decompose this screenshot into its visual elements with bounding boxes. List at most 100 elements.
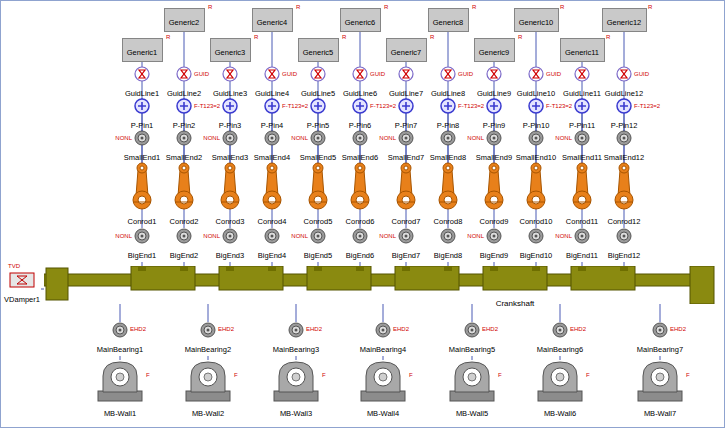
- bearing-outer: [529, 229, 543, 243]
- small-end-bearing-icon: [616, 130, 632, 146]
- big-end-bearing: BigEnd8: [433, 228, 464, 262]
- bearing-center: [581, 235, 584, 238]
- bearing-center: [493, 235, 496, 238]
- joint-ring: [353, 67, 367, 81]
- pin-plus: [314, 102, 322, 110]
- property-tag: GUID: [546, 71, 561, 78]
- component-name: Conrod1: [128, 217, 157, 226]
- small-end-bearing-icon: [440, 130, 456, 146]
- joint-symbol: [533, 70, 539, 78]
- connector-line: [582, 62, 583, 66]
- wall-bore: [287, 368, 305, 386]
- piston-pin-icon: [574, 98, 590, 114]
- connector-line: [660, 304, 661, 322]
- component-name: GuidLine7: [389, 89, 423, 98]
- component-name: BigEnd12: [608, 251, 641, 260]
- component-name: GuidLine6: [343, 89, 377, 98]
- component-name: P-Pin5: [307, 121, 330, 130]
- rod-big-eye: [485, 191, 503, 209]
- generic-block: Generic3: [210, 38, 251, 62]
- bearing-center: [271, 235, 274, 238]
- component-name: Generic11: [565, 48, 599, 57]
- component-name: P-Pin6: [349, 121, 372, 130]
- component-name: Conrod5: [304, 217, 333, 226]
- connecting-rod: Conrod8: [433, 162, 464, 228]
- property-tag: GUID: [458, 71, 473, 78]
- rod-small-hole: [492, 166, 496, 170]
- component-name: MB-Wall4: [367, 409, 399, 418]
- connector-line: [360, 32, 361, 66]
- rod-small-hole: [316, 166, 320, 170]
- bearing-inner: [578, 232, 586, 240]
- generic-block: Generic9: [474, 38, 515, 62]
- joint-ring: [575, 67, 589, 81]
- piston-pin-icon: [134, 98, 150, 114]
- property-tag: R: [430, 34, 434, 41]
- connector-line: [296, 356, 297, 360]
- property-tag: R: [208, 4, 212, 11]
- connecting-rod-icon: [483, 162, 505, 210]
- generic-block: Generic7: [386, 38, 427, 62]
- joint-ring: [441, 67, 455, 81]
- generic-block: Generic4: [252, 8, 293, 32]
- pin-plus: [268, 102, 276, 110]
- bearing-inner: [656, 326, 664, 334]
- pin-ring: [353, 99, 367, 113]
- property-tag: F: [409, 372, 413, 379]
- property-tag: R: [606, 34, 610, 41]
- main-bearing-icon: [464, 322, 480, 338]
- connecting-rod: Conrod7: [391, 162, 422, 228]
- bearing-outer: [617, 131, 631, 145]
- main-bearing-icon: [552, 322, 568, 338]
- bearing-outer: [265, 229, 279, 243]
- joint-symbol: [445, 70, 451, 78]
- bearing-inner: [532, 232, 540, 240]
- joint-symbol: [181, 70, 187, 78]
- rod-big-hole: [180, 196, 188, 204]
- joint-symbol: [579, 70, 585, 78]
- crank-web: [571, 266, 635, 290]
- guide-line-joint: GuidLine9: [476, 66, 513, 100]
- wall-bore: [463, 368, 481, 386]
- component-name: Conrod4: [258, 217, 287, 226]
- bearing-outer: [376, 323, 390, 337]
- component-name: GuidLine8: [431, 89, 465, 98]
- bearing-center: [405, 137, 408, 140]
- pin-ring: [311, 99, 325, 113]
- property-tag: R: [560, 4, 564, 11]
- pin-plus: [444, 102, 452, 110]
- bearing-outer: [653, 323, 667, 337]
- property-tag: NONL: [379, 233, 396, 240]
- wall-housing: [366, 362, 400, 392]
- bearing-center: [229, 137, 232, 140]
- bearing-wall: MB-Wall1: [96, 360, 144, 420]
- big-end-bearing-icon: [528, 228, 544, 244]
- component-name: VDamper1: [4, 295, 40, 304]
- bearing-wall: MB-Wall5: [448, 360, 496, 420]
- component-name: BigEnd7: [392, 251, 420, 260]
- rod-small-eye: [355, 163, 365, 173]
- bearing-wall-icon: [537, 360, 583, 402]
- bearing-outer: [311, 131, 325, 145]
- guide-line-joint-icon: [352, 66, 368, 82]
- wall-housing: [191, 362, 225, 392]
- bearing-wall-icon: [637, 360, 683, 402]
- property-tag: TVD: [8, 263, 20, 270]
- wall-housing: [455, 362, 489, 392]
- property-tag: F-T123=2: [370, 103, 396, 110]
- property-tag: GUID: [194, 71, 209, 78]
- guide-line-joint: GuidLine3: [212, 66, 249, 100]
- joint-symbol: [621, 70, 627, 78]
- crank-pin: [490, 266, 498, 271]
- component-name: MainBearing7: [637, 345, 683, 354]
- rod-small-eye: [179, 163, 189, 173]
- joint-symbol: [491, 70, 497, 78]
- property-tag: NONL: [291, 233, 308, 240]
- bearing-outer: [177, 131, 191, 145]
- bearing-inner: [468, 326, 476, 334]
- component-name: SmallEnd7: [388, 153, 424, 162]
- crank-web: [219, 266, 283, 290]
- connector-line: [624, 262, 625, 266]
